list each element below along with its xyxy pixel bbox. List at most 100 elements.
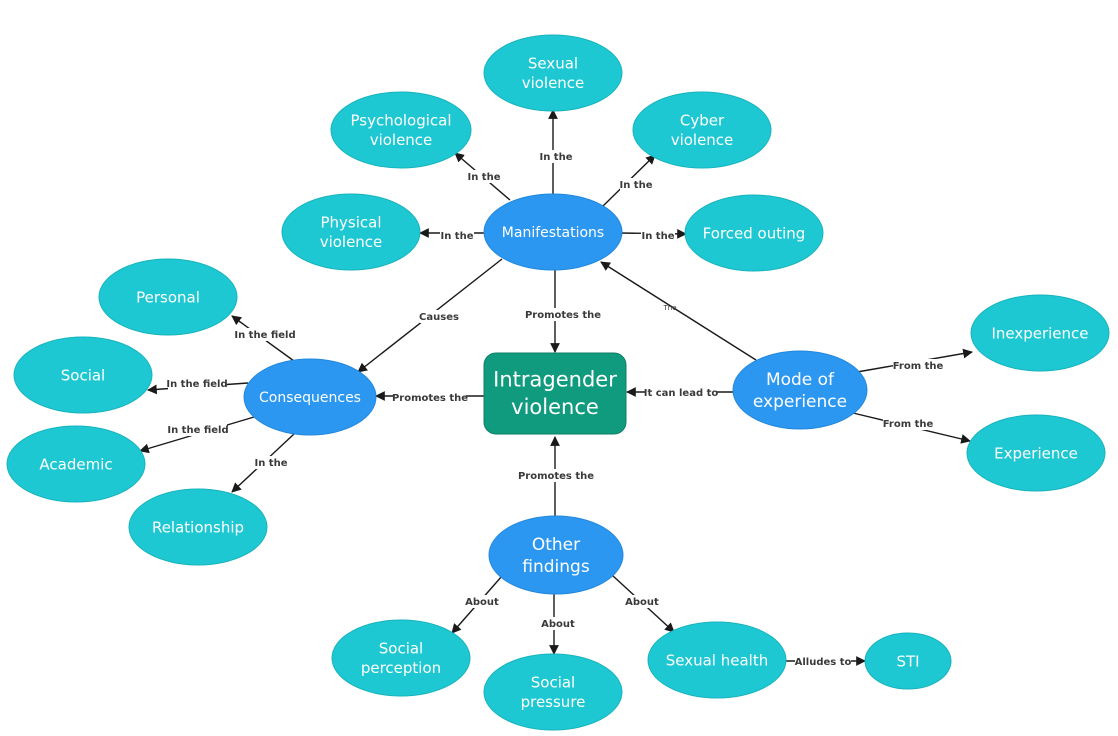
node-shape — [966, 414, 1106, 492]
node-shape — [281, 193, 421, 271]
node-shape — [483, 653, 623, 731]
edge-label: About — [625, 597, 659, 608]
edge-label: Promotes the — [525, 310, 601, 321]
node-relationship[interactable]: Relationship — [128, 488, 268, 566]
node-shape — [684, 194, 824, 272]
node-shape — [243, 358, 377, 436]
edge-label: In the — [539, 152, 572, 163]
node-label: Experience — [994, 444, 1078, 462]
edge-label: In the field — [166, 379, 227, 390]
node-shape — [128, 488, 268, 566]
node-experience[interactable]: Experience — [966, 414, 1106, 492]
node-label: Consequences — [259, 390, 361, 406]
edge-mode-of-experience-manifestations: The — [600, 261, 757, 361]
node-label: Sexual health — [666, 651, 768, 669]
node-shape — [732, 350, 868, 430]
node-shape — [483, 352, 627, 435]
node-inexperience[interactable]: Inexperience — [970, 294, 1110, 372]
edge-consequences-academic: In the field — [139, 416, 255, 454]
node-shape — [488, 515, 624, 595]
edge-other-findings-social-perception: About — [451, 575, 503, 634]
node-consequences[interactable]: Consequences — [243, 358, 377, 436]
edge-consequences-personal: In the field — [231, 315, 296, 362]
node-shape — [632, 91, 772, 169]
edge-manifestations-forced-outing: In the — [619, 228, 687, 242]
edge-label: The — [662, 304, 676, 312]
edge-manifestations-psychological-violence: In the — [454, 152, 511, 201]
edge-manifestations-intragender-violence: Promotes the — [525, 270, 601, 353]
node-label: Relationship — [152, 518, 244, 536]
edge-label: Alludes to — [795, 657, 852, 668]
edge-label: In the — [467, 172, 500, 183]
node-shape — [98, 258, 238, 336]
node-personal[interactable]: Personal — [98, 258, 238, 336]
node-shape — [970, 294, 1110, 372]
node-shape — [483, 193, 623, 271]
edge-mode-of-experience-experience: From the — [852, 412, 971, 444]
edge-label: Promotes the — [518, 471, 594, 482]
edge-label: In the — [254, 458, 287, 469]
edge-label: In the — [641, 231, 674, 242]
node-social[interactable]: Social — [13, 336, 153, 414]
edge-label: In the — [619, 180, 652, 191]
edge-intragender-violence-consequences: Promotes the — [375, 391, 484, 404]
node-shape — [330, 91, 472, 169]
edge-mode-of-experience-inexperience: From the — [856, 348, 973, 373]
node-shape — [13, 336, 153, 414]
node-sexual-health[interactable]: Sexual health — [647, 621, 787, 699]
node-label: Social — [61, 366, 105, 384]
node-shape — [647, 621, 787, 699]
edge-label: In the — [440, 231, 473, 242]
node-label: Manifestations — [502, 225, 604, 241]
edge-label: From the — [883, 419, 934, 430]
node-manifestations[interactable]: Manifestations — [483, 193, 623, 271]
node-academic[interactable]: Academic — [6, 425, 146, 503]
node-shape — [331, 619, 471, 697]
edge-other-findings-social-pressure: About — [540, 594, 576, 655]
node-sti[interactable]: STI — [864, 632, 952, 690]
edge-label: In the field — [167, 425, 228, 436]
edge-consequences-relationship: In the — [231, 433, 295, 493]
node-label: Forced outing — [703, 224, 806, 242]
edge-label: It can lead to — [644, 388, 719, 399]
node-shape — [6, 425, 146, 503]
edge-label: About — [541, 619, 575, 630]
node-shape — [483, 34, 623, 112]
edge-manifestations-cyber-violence: In the — [601, 154, 656, 208]
node-shape — [864, 632, 952, 690]
node-label: Inexperience — [991, 324, 1088, 342]
edge-label: About — [465, 597, 499, 608]
edge-label: Promotes the — [392, 393, 468, 404]
edge-label: Causes — [419, 312, 459, 323]
edge-label: In the field — [234, 330, 295, 341]
node-label: STI — [896, 652, 919, 670]
edge-other-findings-sexual-health: About — [611, 574, 675, 633]
node-label: Academic — [39, 455, 112, 473]
edges: In the In the In the In the In the — [139, 109, 973, 668]
node-forced-outing[interactable]: Forced outing — [684, 194, 824, 272]
edge-other-findings-intragender-violence: Promotes the — [518, 436, 594, 518]
edge-consequences-social: In the field — [147, 377, 249, 395]
edge-manifestations-consequences: Causes — [357, 258, 503, 373]
node-label: Personal — [136, 288, 200, 306]
edge-label: From the — [893, 361, 944, 372]
